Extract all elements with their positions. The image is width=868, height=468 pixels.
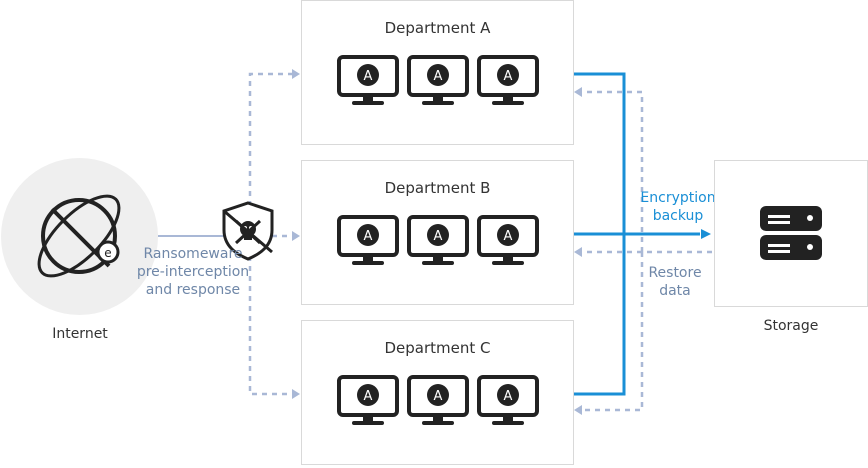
ransomware-label: Ransomeware pre-interception and respons… [128,245,258,299]
storage-box [714,160,868,307]
inbound-arrowheads [292,69,300,399]
ransomware-label-line-1: Ransomeware [143,246,243,262]
ransomware-label-line-3: and response [145,282,241,298]
storage-label: Storage [763,318,819,334]
internet-label: Internet [52,326,108,342]
backup-arrowhead [701,229,711,239]
skull-shield-icon [222,201,274,261]
department-b-title: Department B [384,179,491,197]
inbound-dashed-arrows [248,72,294,396]
encryption-backup-label: Encryption backup [630,189,726,225]
backup-label-line-2: backup [652,208,704,224]
department-a-title: Department A [384,19,491,37]
restore-data-label: Restore data [640,264,710,300]
backup-lines [574,72,700,396]
ransomware-label-line-2: pre-interception [136,264,250,280]
globe-icon: e [37,194,121,278]
backup-label-line-1: Encryption [640,190,716,206]
restore-dashed-lines [584,90,712,412]
restore-label-line-2: data [659,283,691,299]
department-c-title: Department C [384,339,491,357]
restore-label-line-1: Restore [648,265,702,281]
svg-text:e: e [104,246,111,260]
restore-arrowheads [574,87,582,415]
